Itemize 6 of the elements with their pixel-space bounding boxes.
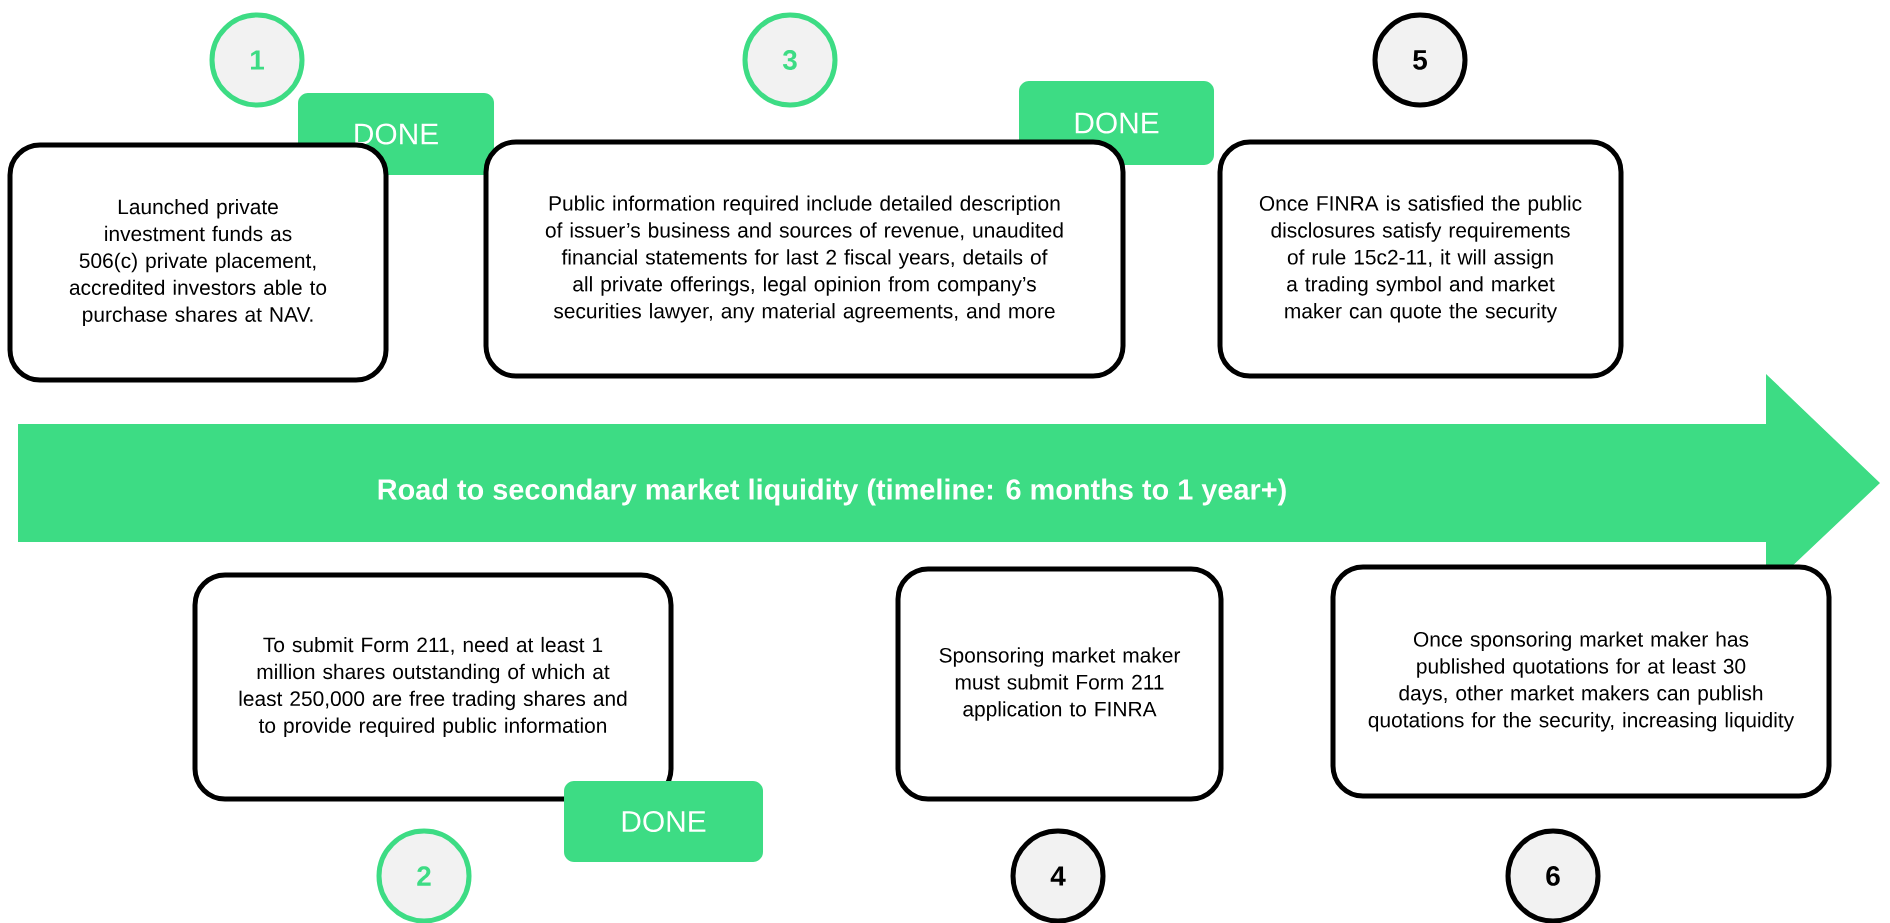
step-box: Once FINRA is satisfied the public disclosures satisfy requirements of rule 15c2-11, it will assign a trading symbol and market maker can quote the security bbox=[1217, 139, 1624, 379]
step-box: Sponsoring market maker must submit Form 211 application to FINRA bbox=[895, 566, 1224, 802]
step-box: Once sponsoring market maker has published quotations for at least 30 days, other market makers can publish quotations for the security, increasing liquidity bbox=[1330, 564, 1832, 799]
step-box: To submit Form 211, need at least 1 million shares outstanding of which at least 250,000 are free trading shares and to provide required public information bbox=[192, 572, 674, 802]
done-badge: DONE bbox=[564, 781, 763, 862]
step-box: Public information required include detailed description of issuer’s business and sources of revenue, unaudited financial statements for last 2 fiscal years, details of all private offerings, legal opinion from company’s securities lawyer, any material agreements, and more bbox=[483, 139, 1126, 379]
